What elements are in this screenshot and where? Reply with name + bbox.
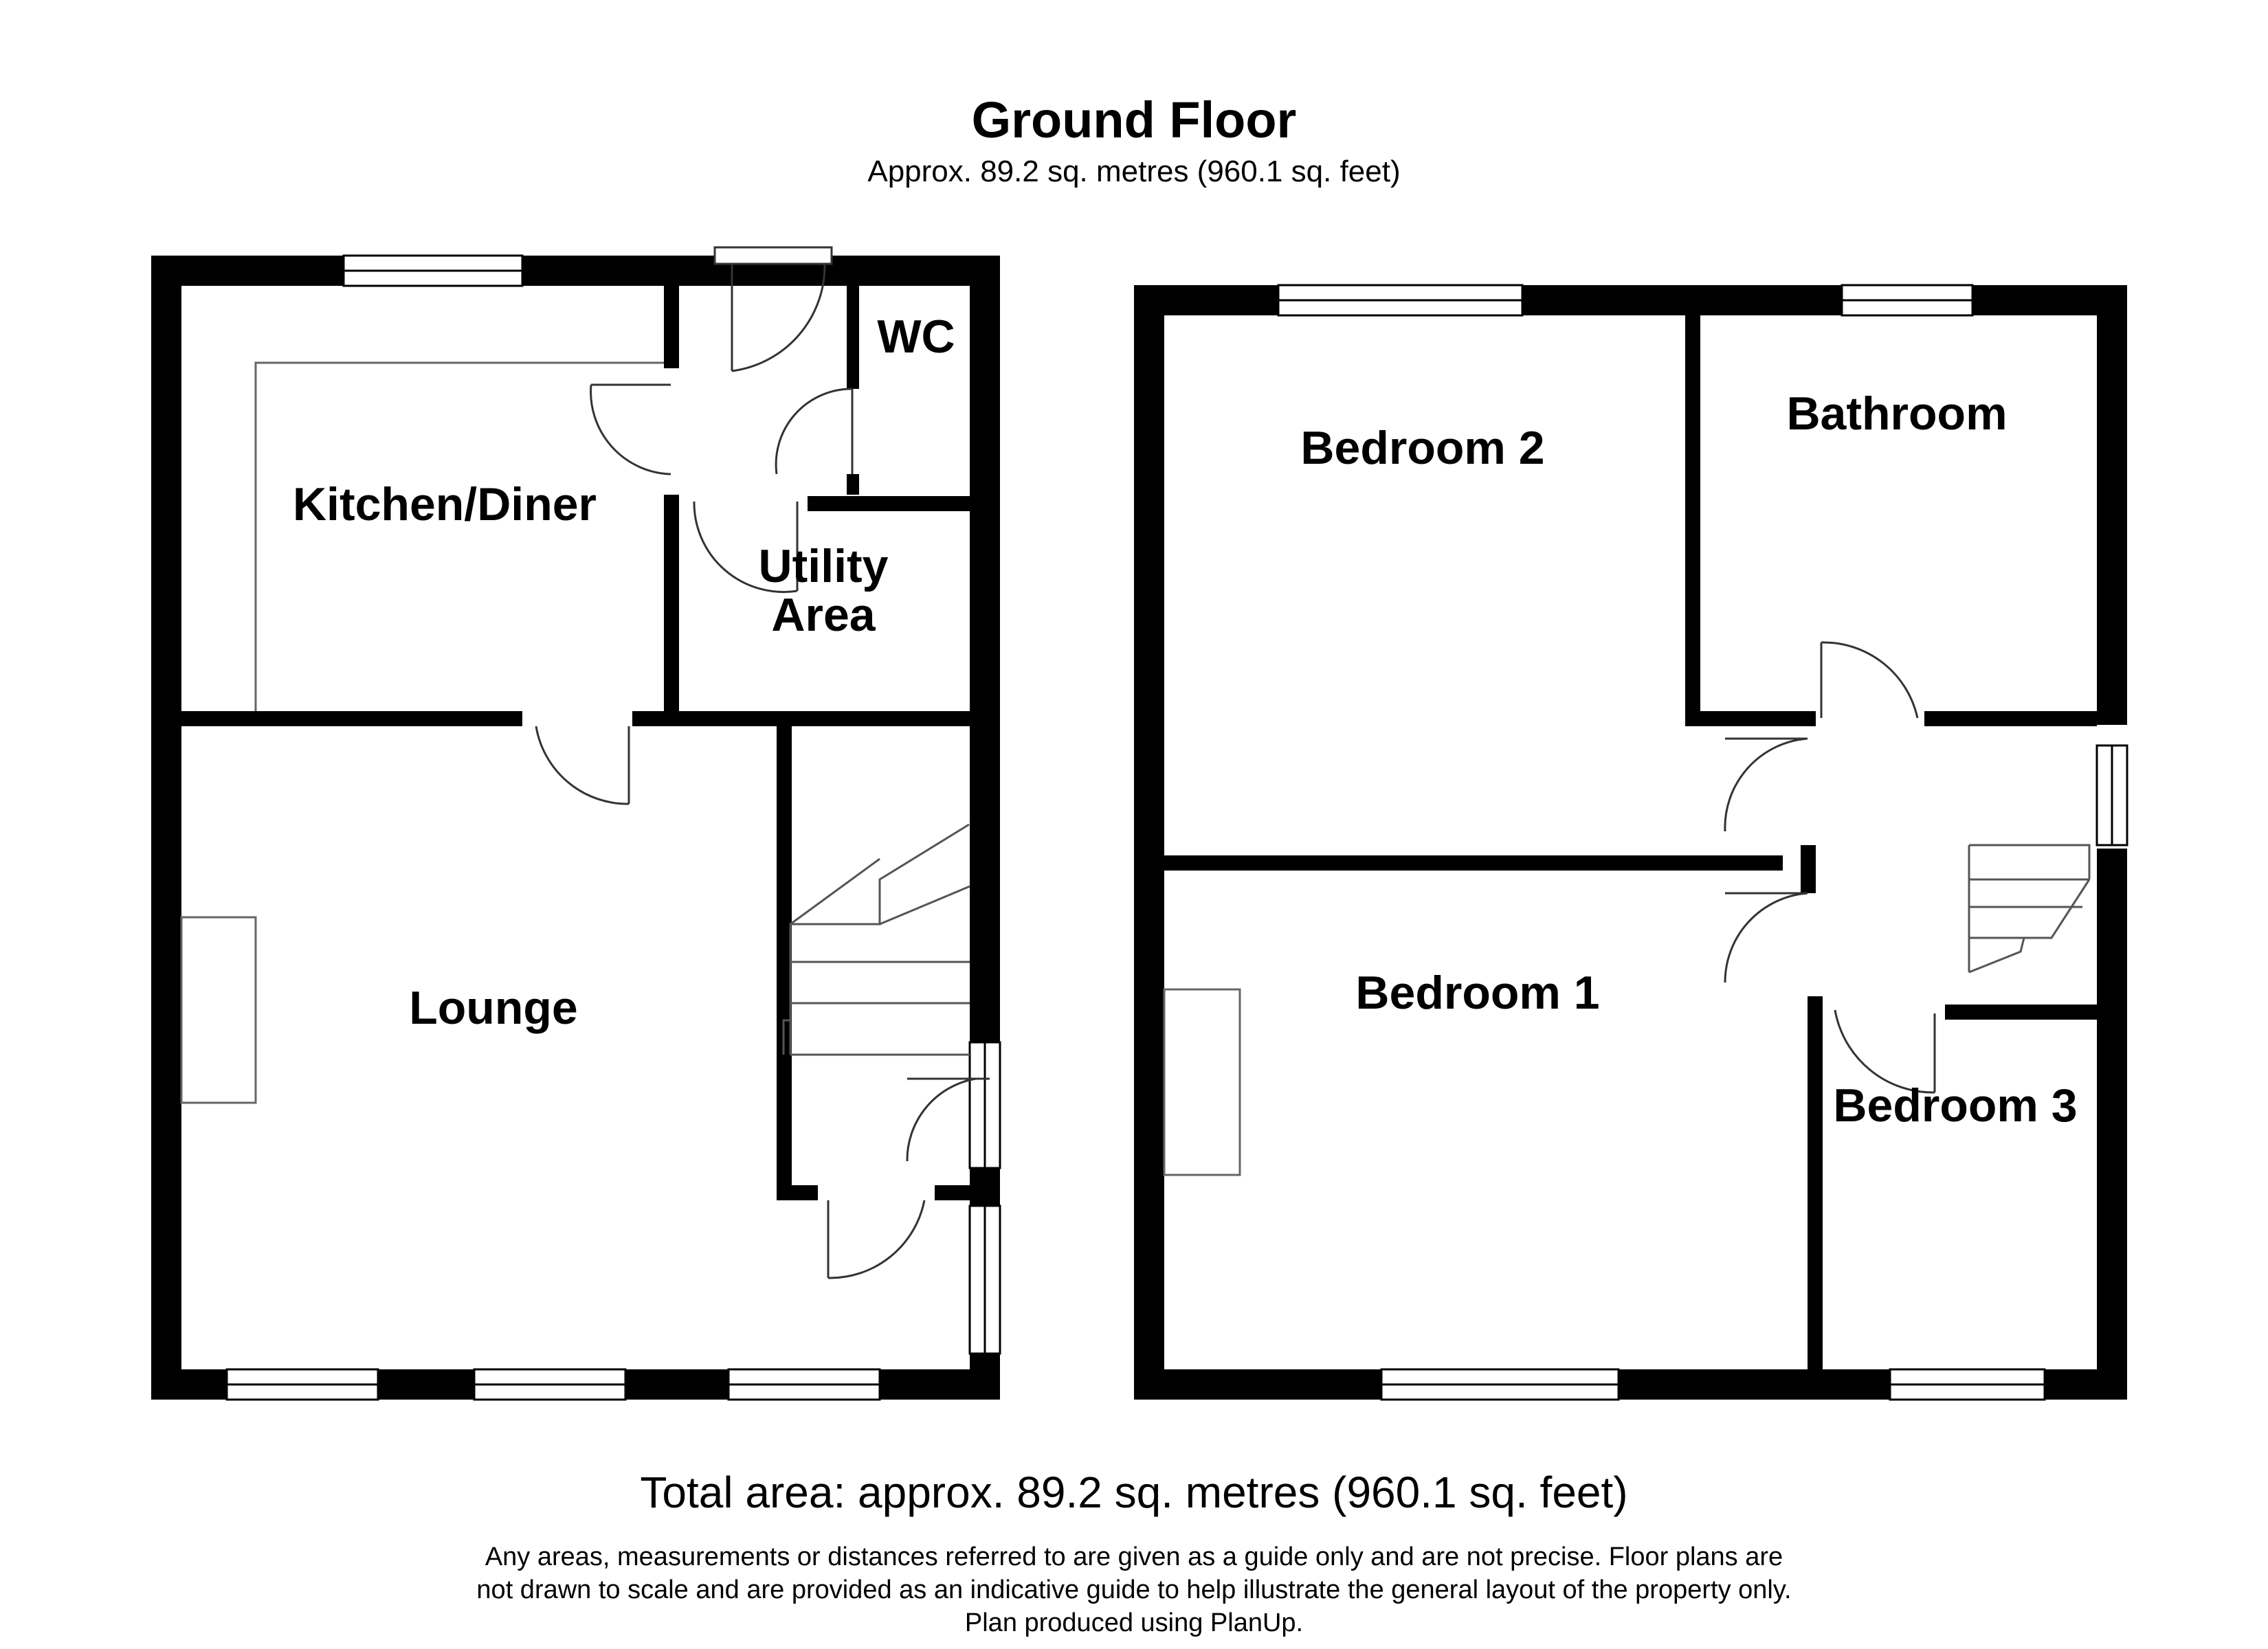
room-label-bedroom2: Bedroom 2 [1300,422,1544,474]
right-floor-walls [1134,285,2127,1400]
room-labels: WC Kitchen/Diner Utility Area Lounge Bed… [293,311,2078,1132]
right-stairs [1968,844,2091,974]
room-label-lounge: Lounge [409,982,578,1034]
left-stairs [782,823,970,1056]
room-label-bedroom3: Bedroom 3 [1833,1079,2077,1132]
left-floor-doors [535,246,990,1279]
left-floor-windows [225,254,1001,1401]
disclaimer-line-3: Plan produced using PlanUp. [964,1608,1304,1637]
total-area: Total area: approx. 89.2 sq. metres (960… [640,1468,1628,1517]
plan-subtitle: Approx. 89.2 sq. metres (960.1 sq. feet) [867,155,1401,188]
room-label-bathroom: Bathroom [1786,388,2007,440]
plan-title: Ground Floor [971,91,1297,148]
disclaimer-line-2: not drawn to scale and are provided as a… [476,1575,1792,1604]
room-label-utility: Utility [759,540,889,592]
room-label-kitchen: Kitchen/Diner [293,478,597,530]
left-floor-walls [151,256,1000,1400]
right-floor-doors [1724,641,1936,1094]
disclaimer-line-1: Any areas, measurements or distances ref… [485,1543,1783,1571]
right-floor-windows [1277,284,2128,1401]
room-label-utility-area: Area [771,589,876,641]
left-floor-fixtures [180,361,664,1104]
right-floor-fixtures [1163,988,1241,1176]
room-label-wc: WC [877,311,955,363]
room-label-bedroom1: Bedroom 1 [1355,967,1599,1019]
